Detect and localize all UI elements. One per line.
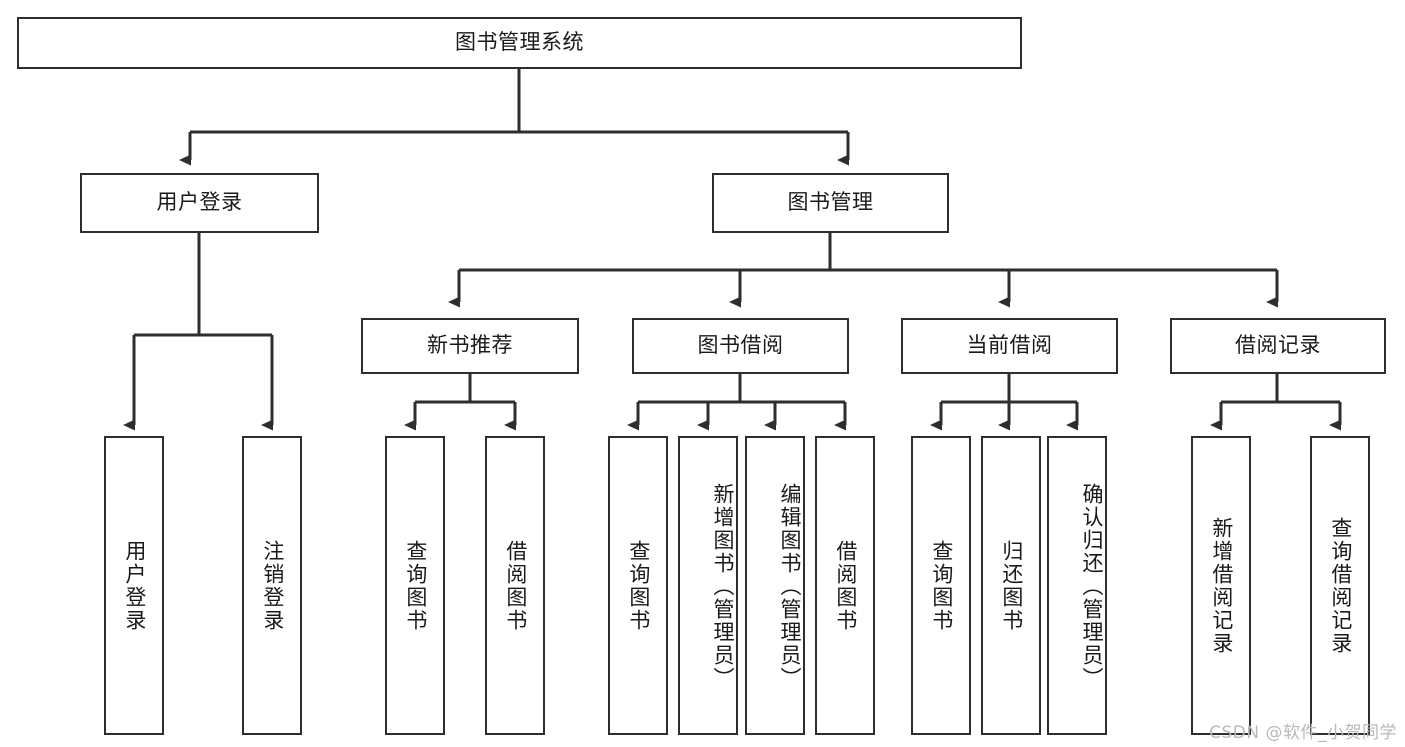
leaf-confirm-return-label: 确认归还（管理员） (1080, 483, 1104, 690)
leaf-confirm-return[interactable]: 确认归还（管理员） (1047, 436, 1107, 735)
leaf-edit-book[interactable]: 编辑图书（管理员） (745, 436, 805, 735)
leaf-query-book-1[interactable]: 查询图书 (385, 436, 445, 735)
leaf-edit-book-label: 编辑图书（管理员） (778, 483, 802, 690)
leaf-query-book-2-label: 查询图书 (626, 539, 651, 632)
node-borrow-record[interactable]: 借阅记录 (1170, 318, 1386, 374)
node-root-label: 图书管理系统 (455, 30, 584, 55)
leaf-add-book-label: 新增图书（管理员） (711, 483, 735, 690)
node-root[interactable]: 图书管理系统 (17, 17, 1022, 69)
node-book-borrow[interactable]: 图书借阅 (632, 318, 849, 374)
leaf-query-book-1-label: 查询图书 (403, 539, 428, 632)
leaf-user-logout[interactable]: 注销登录 (242, 436, 302, 735)
node-current-borrow-label: 当前借阅 (966, 333, 1053, 358)
leaf-borrow-book-1[interactable]: 借阅图书 (485, 436, 545, 735)
leaf-query-book-3-label: 查询图书 (929, 539, 954, 632)
leaf-query-book-3[interactable]: 查询图书 (911, 436, 971, 735)
leaf-query-record-label: 查询借阅记录 (1328, 516, 1353, 655)
node-user-login-label: 用户登录 (156, 190, 243, 215)
leaf-return-book[interactable]: 归还图书 (981, 436, 1041, 735)
node-book-borrow-label: 图书借阅 (697, 333, 784, 358)
leaf-borrow-book-2[interactable]: 借阅图书 (815, 436, 875, 735)
node-new-book-recommend[interactable]: 新书推荐 (361, 318, 579, 374)
node-current-borrow[interactable]: 当前借阅 (901, 318, 1118, 374)
leaf-add-record-label: 新增借阅记录 (1209, 516, 1234, 655)
node-user-login[interactable]: 用户登录 (80, 173, 319, 233)
leaf-user-login-label: 用户登录 (122, 539, 147, 632)
leaf-query-book-2[interactable]: 查询图书 (608, 436, 668, 735)
leaf-query-record[interactable]: 查询借阅记录 (1310, 436, 1370, 735)
leaf-borrow-book-1-label: 借阅图书 (503, 539, 528, 632)
leaf-return-book-label: 归还图书 (999, 539, 1024, 632)
leaf-borrow-book-2-label: 借阅图书 (833, 539, 858, 632)
leaf-user-login[interactable]: 用户登录 (104, 436, 164, 735)
leaf-add-book[interactable]: 新增图书（管理员） (678, 436, 738, 735)
leaf-add-record[interactable]: 新增借阅记录 (1191, 436, 1251, 735)
node-book-manage[interactable]: 图书管理 (712, 173, 949, 233)
watermark: CSDN @软件_小贺同学 (1209, 723, 1397, 743)
node-borrow-record-label: 借阅记录 (1235, 333, 1321, 358)
node-book-manage-label: 图书管理 (787, 190, 874, 215)
leaf-user-logout-label: 注销登录 (260, 539, 285, 632)
node-new-book-recommend-label: 新书推荐 (427, 333, 513, 358)
